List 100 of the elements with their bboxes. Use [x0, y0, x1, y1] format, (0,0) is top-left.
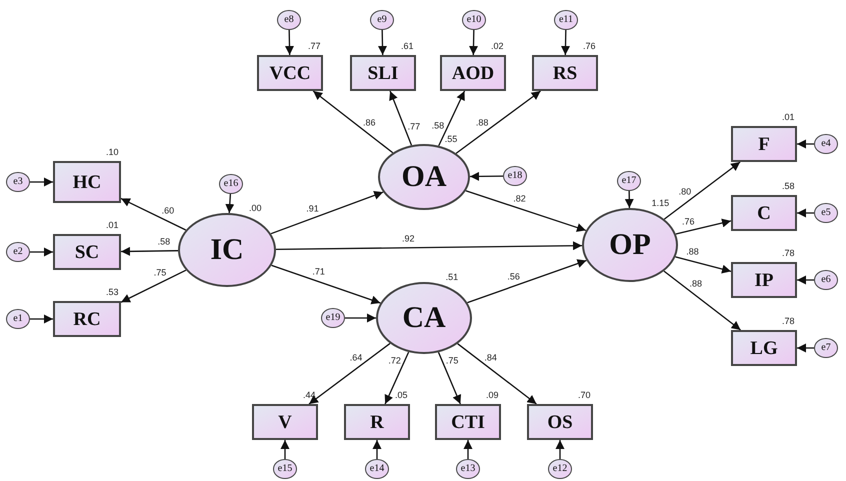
r-squared-value: .02	[491, 42, 504, 51]
r-squared-value: .55	[444, 135, 458, 144]
path-arrow	[469, 30, 478, 56]
r-squared-value: .78	[782, 249, 795, 258]
path-arrow	[470, 172, 503, 181]
edge-label: .91	[305, 204, 320, 214]
edge-label: .88	[688, 280, 704, 289]
r-squared-value: 1.15	[652, 199, 670, 208]
error-term-circle: e6	[814, 270, 838, 290]
r-squared-value: .53	[106, 288, 119, 297]
path-arrow	[280, 440, 290, 459]
path-arrow	[797, 276, 814, 284]
error-term-circle: e7	[814, 338, 838, 358]
observed-variable-box: F	[731, 126, 797, 162]
r-squared-value: .05	[395, 391, 408, 400]
edge-label: .56	[506, 272, 521, 282]
path-arrow	[120, 198, 186, 231]
path-arrow	[464, 440, 472, 459]
path-arrow	[120, 270, 186, 303]
edge-label: .64	[348, 353, 364, 362]
r-squared-value: .78	[782, 317, 795, 326]
observed-variable-box: VCC	[257, 55, 323, 91]
latent-variable-ellipse: OP	[582, 208, 678, 282]
edge-label: .86	[362, 118, 376, 128]
edge-label: .60	[160, 206, 176, 216]
edge-label: .71	[311, 268, 326, 277]
error-term-circle: e5	[814, 203, 838, 223]
error-term-circle: e9	[370, 10, 394, 30]
error-term-circle: e10	[462, 10, 486, 30]
edge-label: .76	[680, 217, 696, 226]
path-arrow	[285, 30, 294, 56]
edge-label: .72	[387, 356, 402, 366]
r-squared-value: .58	[782, 182, 795, 191]
path-arrow	[561, 30, 570, 56]
path-arrow	[30, 248, 53, 256]
error-term-circle: e12	[548, 459, 572, 479]
path-arrow	[378, 30, 387, 56]
observed-variable-box: SC	[53, 234, 121, 270]
observed-variable-box: V	[252, 404, 318, 440]
path-arrow	[556, 440, 564, 459]
path-arrow	[797, 208, 814, 218]
path-arrow	[384, 352, 410, 404]
error-term-circle: e11	[554, 10, 578, 30]
edge-label: .82	[512, 194, 527, 204]
edge-label: .80	[678, 188, 692, 197]
observed-variable-box: AOD	[440, 55, 506, 91]
observed-variable-box: IP	[731, 262, 797, 298]
error-term-circle: e19	[321, 308, 345, 328]
r-squared-value: .51	[446, 273, 458, 282]
path-arrow	[271, 264, 381, 304]
error-term-circle: e18	[503, 166, 527, 186]
error-term-circle: e13	[456, 459, 480, 479]
path-arrow	[30, 314, 53, 324]
error-term-circle: e14	[365, 459, 389, 479]
error-term-circle: e17	[617, 171, 641, 191]
observed-variable-box: R	[344, 404, 410, 440]
observed-variable-box: RC	[53, 301, 121, 337]
r-squared-value: .10	[106, 148, 119, 157]
path-arrow	[372, 440, 382, 459]
error-term-circle: e1	[6, 309, 30, 329]
path-arrow	[466, 190, 586, 232]
edge-label: .58	[430, 122, 446, 131]
observed-variable-box: SLI	[350, 55, 416, 91]
error-term-circle: e2	[6, 242, 30, 262]
path-arrow	[676, 218, 732, 235]
error-term-circle: e16	[219, 174, 243, 194]
edge-label: .77	[406, 122, 422, 132]
edge-label: .58	[156, 237, 172, 246]
path-arrow	[675, 256, 732, 274]
r-squared-value: .70	[578, 391, 591, 400]
latent-variable-ellipse: IC	[178, 213, 276, 287]
error-term-circle: e3	[6, 172, 30, 192]
path-arrow	[797, 344, 814, 352]
observed-variable-box: LG	[731, 330, 797, 366]
path-arrow	[456, 90, 541, 154]
path-arrow	[664, 270, 741, 331]
observed-variable-box: RS	[532, 55, 598, 91]
edge-label: .88	[685, 248, 700, 257]
path-arrow	[389, 90, 412, 146]
error-term-circle: e4	[814, 134, 838, 154]
r-squared-value: .76	[583, 42, 596, 51]
path-arrow	[438, 352, 462, 404]
r-squared-value: .01	[106, 221, 119, 230]
edge-label: .84	[483, 353, 498, 362]
observed-variable-box: CTI	[435, 404, 501, 440]
path-arrow	[345, 314, 376, 322]
edge-label: .92	[400, 234, 416, 244]
error-term-circle: e8	[277, 10, 301, 30]
path-arrow	[624, 190, 634, 208]
path-arrow	[797, 140, 814, 148]
observed-variable-box: C	[731, 195, 797, 231]
path-arrow	[30, 178, 53, 186]
path-arrow	[664, 161, 741, 220]
path-arrow	[225, 194, 234, 214]
r-squared-value: .44	[303, 391, 316, 400]
latent-variable-ellipse: OA	[378, 144, 470, 210]
edge-label: .75	[444, 356, 460, 366]
observed-variable-box: OS	[527, 404, 593, 440]
path-arrow	[312, 90, 394, 154]
path-arrow	[121, 246, 178, 256]
